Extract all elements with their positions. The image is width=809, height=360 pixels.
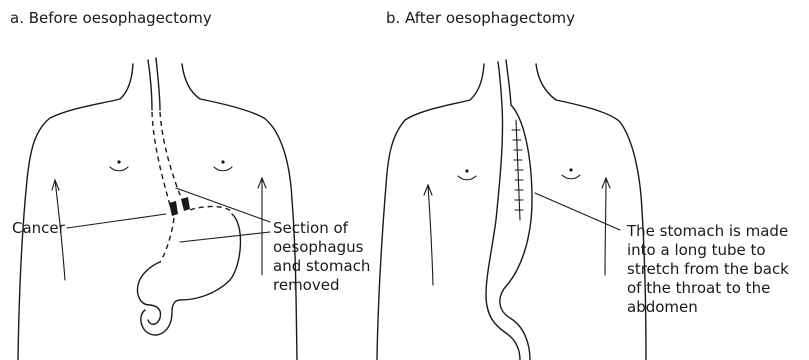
tube-label-line: stretch from the back <box>627 260 789 279</box>
removed-label-line: and stomach <box>273 257 370 276</box>
removed-label-line: Section of <box>273 219 370 238</box>
cancer-label: Cancer <box>12 219 65 238</box>
tumour-marks <box>169 197 190 216</box>
tube-label-line: The stomach is made <box>627 222 789 241</box>
stomach-tube-label: The stomach is made into a long tube to … <box>627 222 789 317</box>
leader-lines-after <box>535 193 620 230</box>
removed-section-label: Section of oesophagus and stomach remove… <box>273 219 370 295</box>
tube-label-line: into a long tube to <box>627 241 789 260</box>
tube-label-line: of the throat to the <box>627 279 789 298</box>
tube-label-line: abdomen <box>627 298 789 317</box>
removed-label-line: removed <box>273 276 370 295</box>
removed-label-line: oesophagus <box>273 238 370 257</box>
oesophagus-before <box>148 58 182 205</box>
stomach-tube-after <box>486 60 532 360</box>
torso-before <box>18 64 297 360</box>
torso-after <box>377 64 646 360</box>
stomach-before <box>138 206 241 335</box>
